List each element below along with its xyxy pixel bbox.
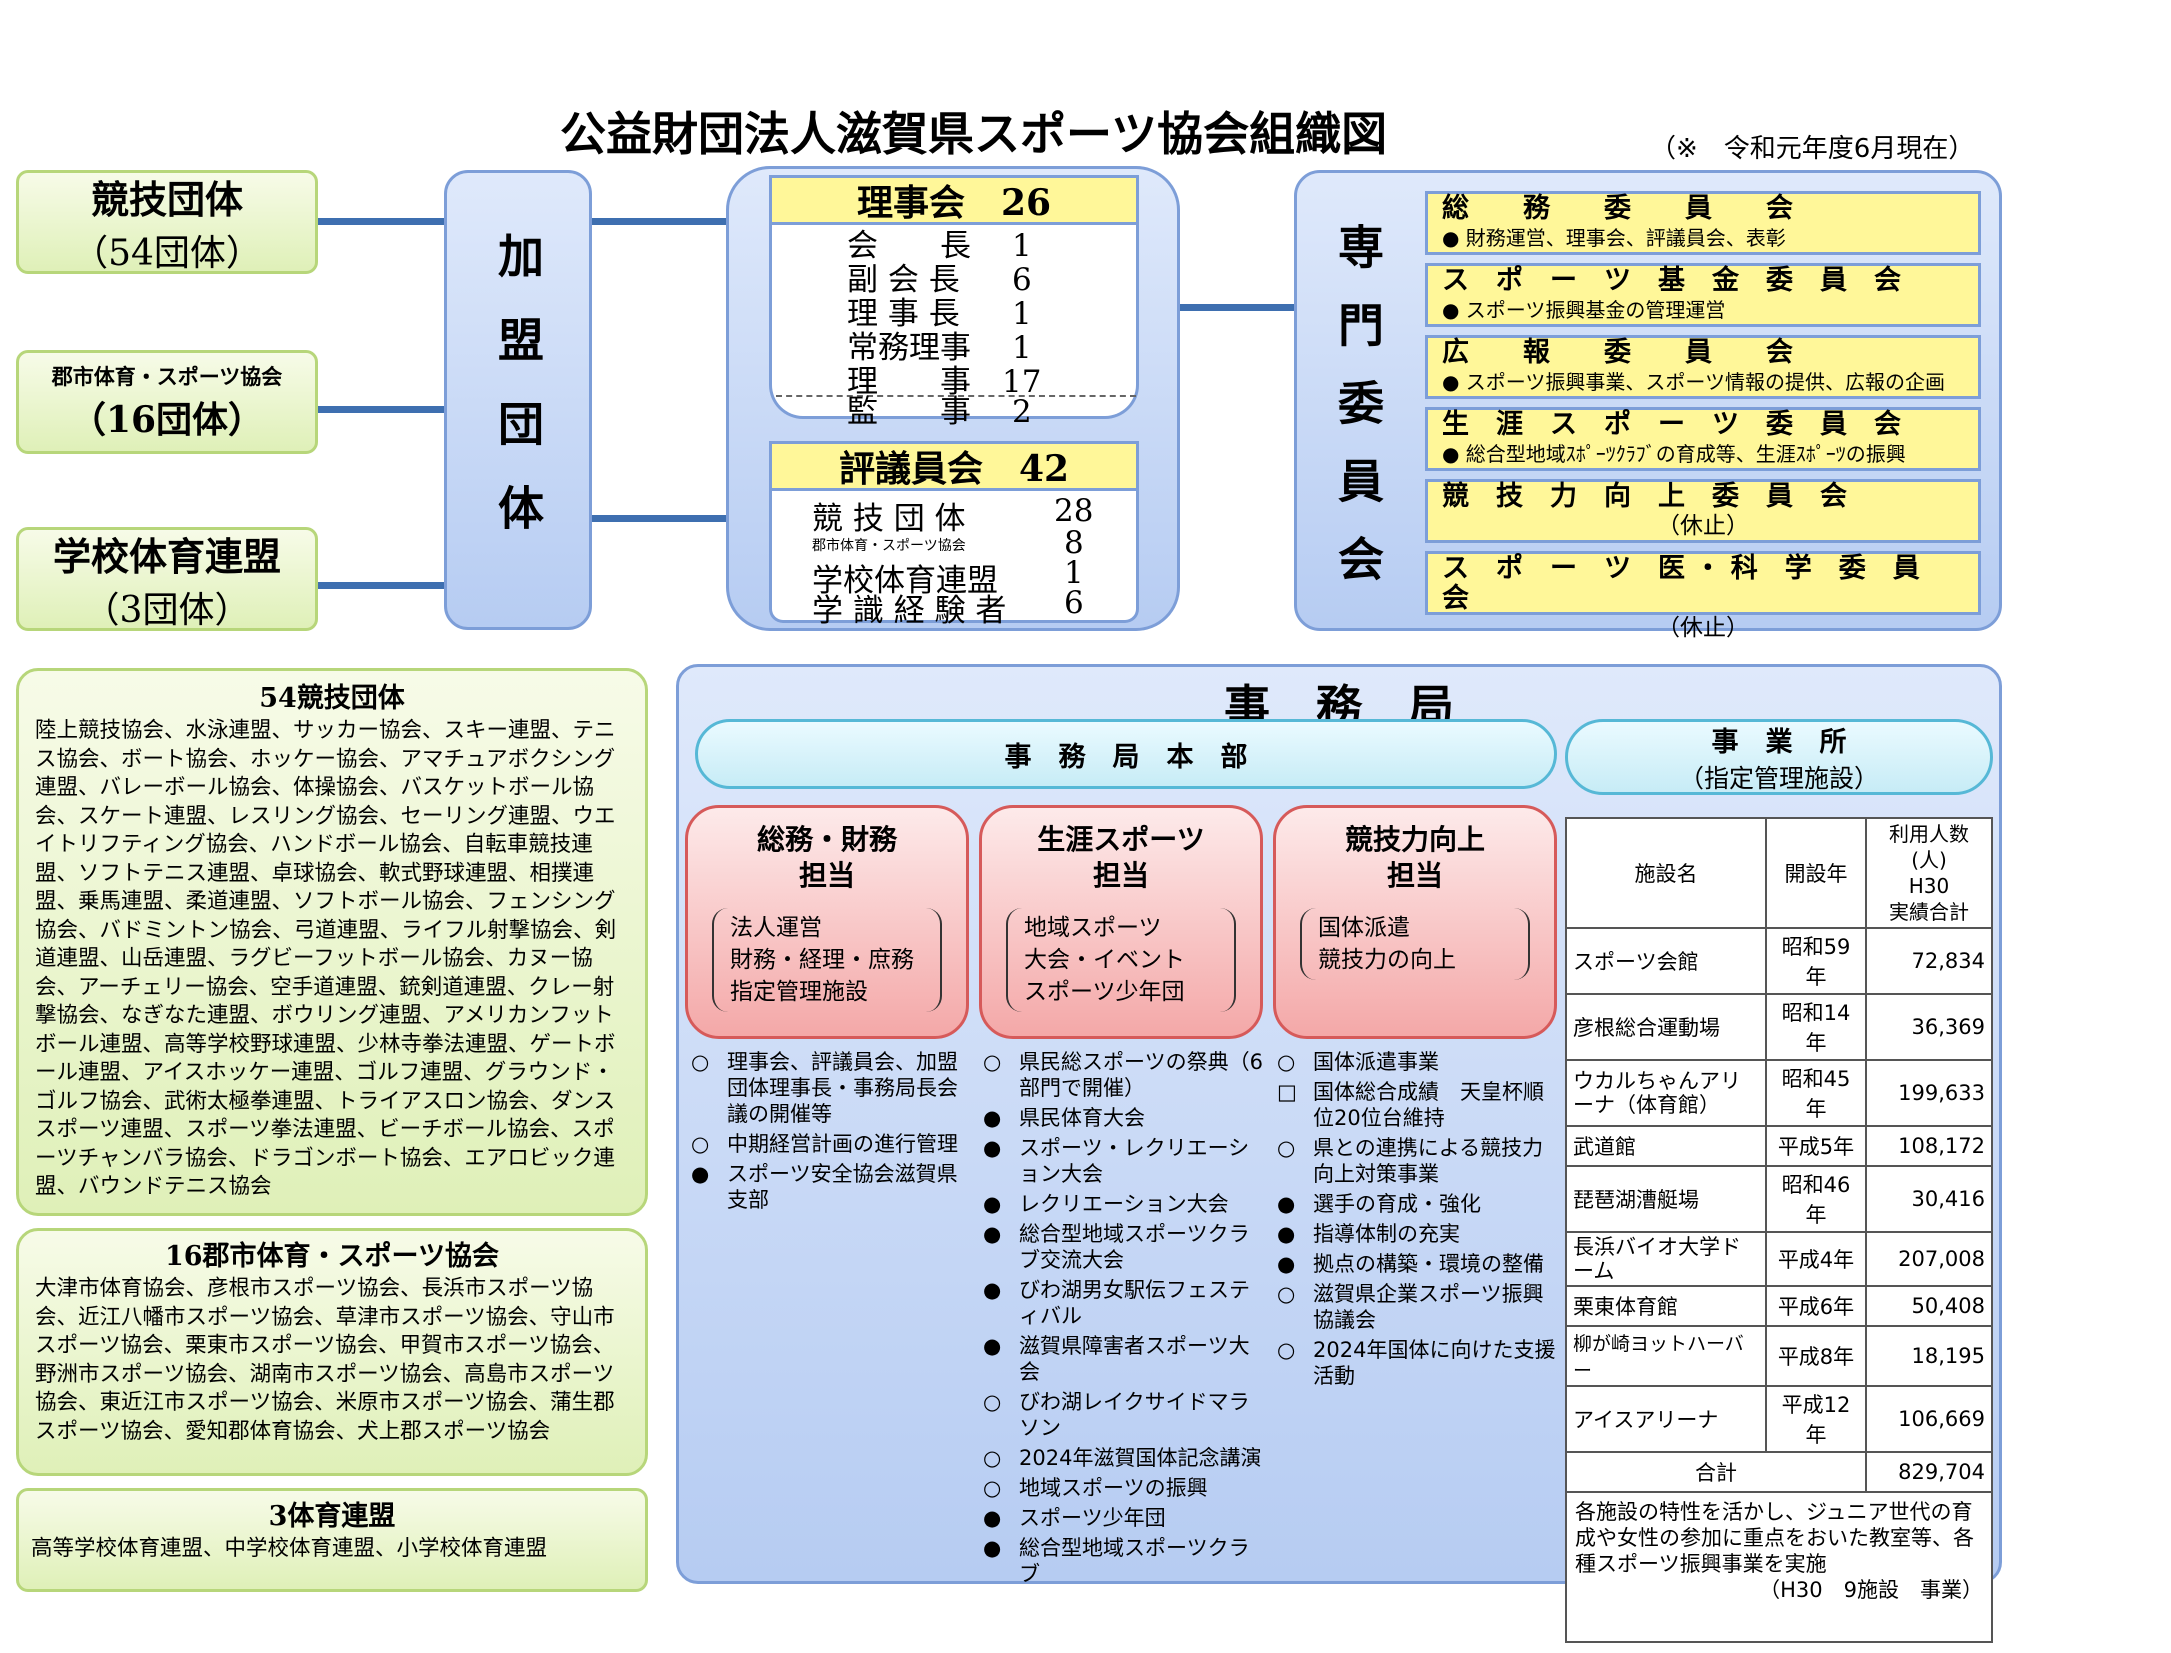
council-title: 評議員会 42 <box>769 441 1139 491</box>
secretariat-panel: 事 務 局 事 務 局 本 部 事 業 所 （指定管理施設） 総務・財務 担当 … <box>676 664 2002 1643</box>
office-box: 事 業 所 （指定管理施設） <box>1565 719 1993 795</box>
committee-lifelong: 生 涯 ス ポ ー ツ 委 員 会 ● 総合型地域ｽﾎﾟｰﾂｸﾗﾌﾞの育成等、生… <box>1425 407 1981 471</box>
committee-fund: ス ポ ー ツ 基 金 委 員 会 ● スポーツ振興基金の管理運営 <box>1425 263 1981 327</box>
member-orgs-label: 加盟団体 <box>491 232 545 568</box>
dept-lifelong-items: ○県民総スポーツの祭典（6部門で開催） ●県民体育大会 ●スポーツ・レクリエーシ… <box>983 1050 1263 1586</box>
list-school-federations: 3体育連盟 高等学校体育連盟、中学校体育連盟、小学校体育連盟 <box>16 1488 648 1592</box>
committees-panel: 専門委員会 総 務 委 員 会 ● 財務運営、理事会、評議員会、表彰 ス ポ ー… <box>1294 170 2002 641</box>
page-title: 公益財団法人滋賀県スポーツ協会組織図 <box>560 107 1388 161</box>
dept-competitiveness: 競技力向上 担当 国体派遣 競技力の向上 <box>1273 805 1557 1039</box>
list-sports-orgs: 54競技団体 陸上競技協会、水泳連盟、サッカー協会、スキー連盟、テニス協会、ボー… <box>16 668 648 1216</box>
dept-competitiveness-items: ○国体派遣事業 □国体総合成績 天皇杯順位20位台維持 ○県との連携による競技力… <box>1277 1050 1556 1388</box>
member-box-school-federations: 学校体育連盟 （3団体） <box>16 527 318 631</box>
member-box-city-associations: 郡市体育・スポーツ協会 （16団体） <box>16 350 318 454</box>
committee-pr: 広 報 委 員 会 ● スポーツ振興事業、スポーツ情報の提供、広報の企画 <box>1425 335 1981 399</box>
dept-lifelong-sports: 生涯スポーツ 担当 地域スポーツ 大会・イベント スポーツ少年団 <box>979 805 1263 1039</box>
committee-general: 総 務 委 員 会 ● 財務運営、理事会、評議員会、表彰 <box>1425 191 1981 255</box>
table-header-row: 施設名 開設年 利用人数(人) H30 実績合計 <box>1565 817 1993 929</box>
date-note: （※ 令和元年度6月現在） <box>1650 134 1975 164</box>
board-title: 理事会 26 <box>769 175 1139 225</box>
list-city-associations: 16郡市体育・スポーツ協会 大津市体育協会、彦根市スポーツ協会、長浜市スポーツ協… <box>16 1228 648 1476</box>
committee-competitiveness: 競 技 力 向 上 委 員 会 （休止） <box>1425 479 1981 543</box>
dept-general-finance: 総務・財務 担当 法人運営 財務・経理・庶務 指定管理施設 <box>685 805 969 1039</box>
committees-label: 専門委員会 <box>1331 223 1385 613</box>
headquarters-box: 事 務 局 本 部 <box>695 719 1557 789</box>
table-note-row: 各施設の特性を活かし、ジュニア世代の育成や女性の参加に重点をおいた教室等、各種ス… <box>1565 1491 1993 1643</box>
dept-general-items: ○理事会、評議員会、加盟団体理事長・事務局長会議の開催等 ○中期経営計画の進行管… <box>691 1050 958 1212</box>
member-orgs-label-box: 加盟団体 <box>444 170 592 630</box>
member-box-sports-orgs: 競技団体 （54団体） <box>16 170 318 274</box>
committee-sports-medicine: ス ポ ー ツ 医 ・ 科 学 委 員 会 （休止） <box>1425 551 1981 641</box>
